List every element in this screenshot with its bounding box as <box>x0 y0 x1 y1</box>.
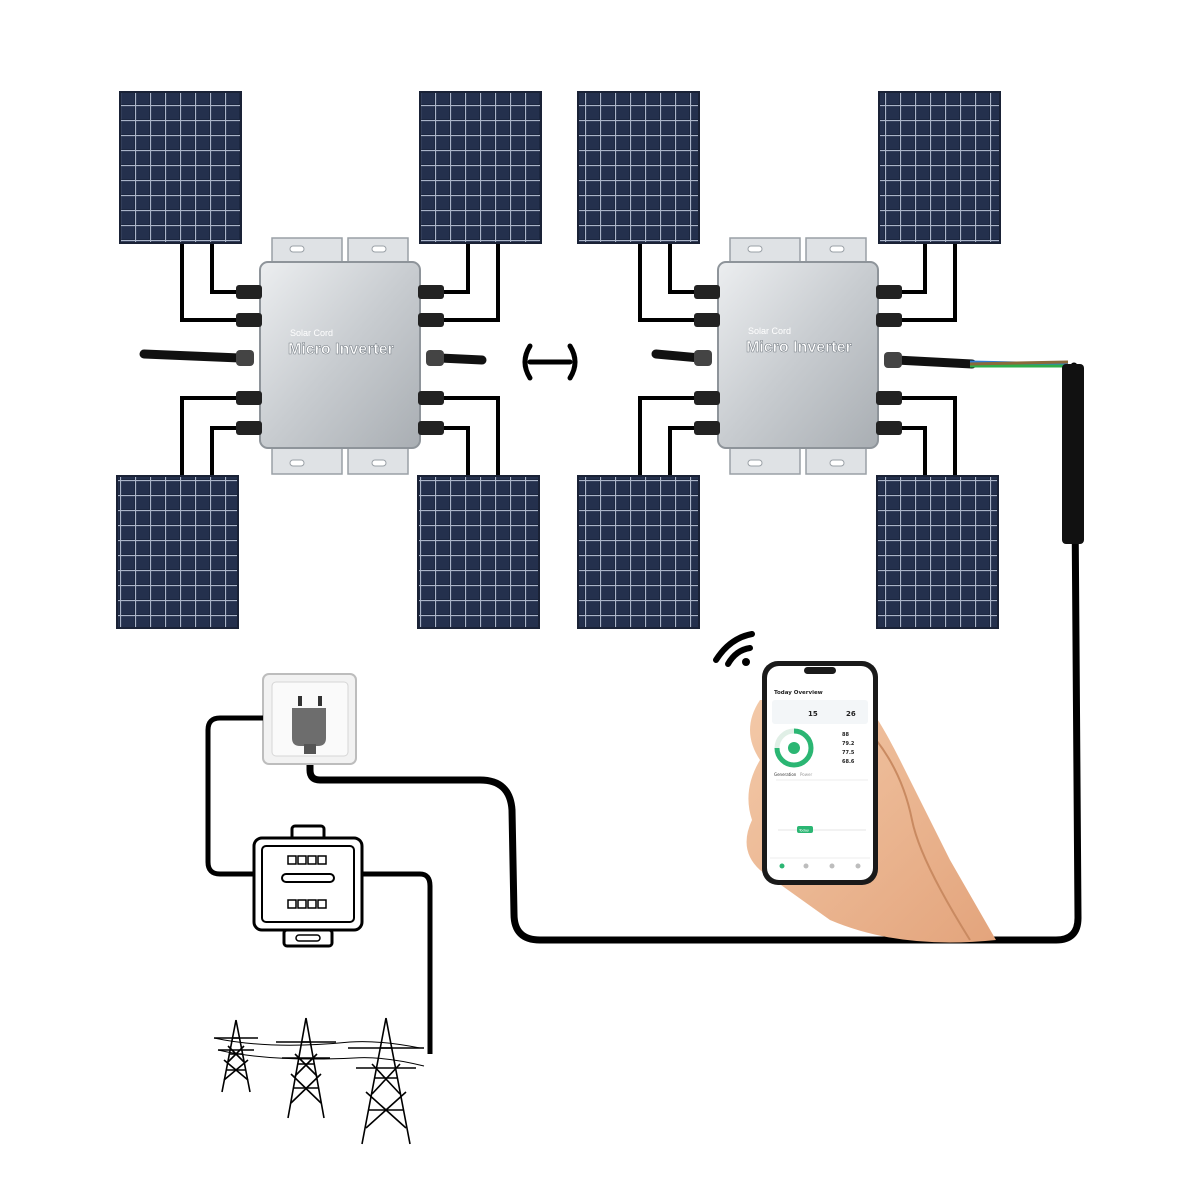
inverter-brand-label: Solar Cord <box>290 328 333 338</box>
solar-panel <box>876 475 999 629</box>
ac-connector-icon <box>522 343 578 381</box>
solar-panel <box>419 91 542 244</box>
app-reading: 79.2 <box>842 741 855 747</box>
solar-panels <box>116 91 1001 629</box>
app-reading: 88 <box>842 732 849 738</box>
micro-inverter-left: Solar Cord Micro Inverter <box>236 237 444 475</box>
app-title: Today Overview <box>774 690 823 696</box>
inverter-label: Micro Inverter <box>288 341 394 358</box>
ac-trunk-cable-right <box>651 349 977 369</box>
inverter-brand-label: Solar Cord <box>748 326 791 336</box>
left-group-wiring <box>180 242 500 476</box>
power-grid-pylons-icon <box>213 1017 425 1145</box>
solar-panel <box>417 475 540 629</box>
app-stat-1: 15 <box>808 710 818 718</box>
ac-trunk-cable-left <box>139 349 487 365</box>
app-reading: 68.6 <box>842 759 855 765</box>
meter-wiring <box>205 715 433 1054</box>
app-stat-2: 26 <box>846 710 856 718</box>
app-tab-generation: Generation <box>774 772 797 777</box>
micro-inverter-right: Solar Cord Micro Inverter <box>694 237 902 475</box>
app-today-button: Today <box>798 829 809 833</box>
app-tab-power: Power <box>800 772 812 777</box>
solar-panel <box>878 91 1001 244</box>
smartphone: Today Overview 15 26 88 79.2 77.5 68.6 G… <box>762 661 878 885</box>
main-ac-cable <box>306 362 1082 944</box>
app-reading: 77.5 <box>842 750 855 756</box>
electricity-meter <box>252 824 364 948</box>
solar-panel <box>119 91 242 244</box>
inverter-label: Micro Inverter <box>746 339 852 356</box>
ac-wire-ends <box>969 360 1069 368</box>
solar-panel <box>116 475 239 629</box>
wifi-icon <box>713 631 755 667</box>
solar-panel <box>577 91 700 244</box>
solar-panel <box>577 475 700 629</box>
wall-socket <box>262 673 357 765</box>
